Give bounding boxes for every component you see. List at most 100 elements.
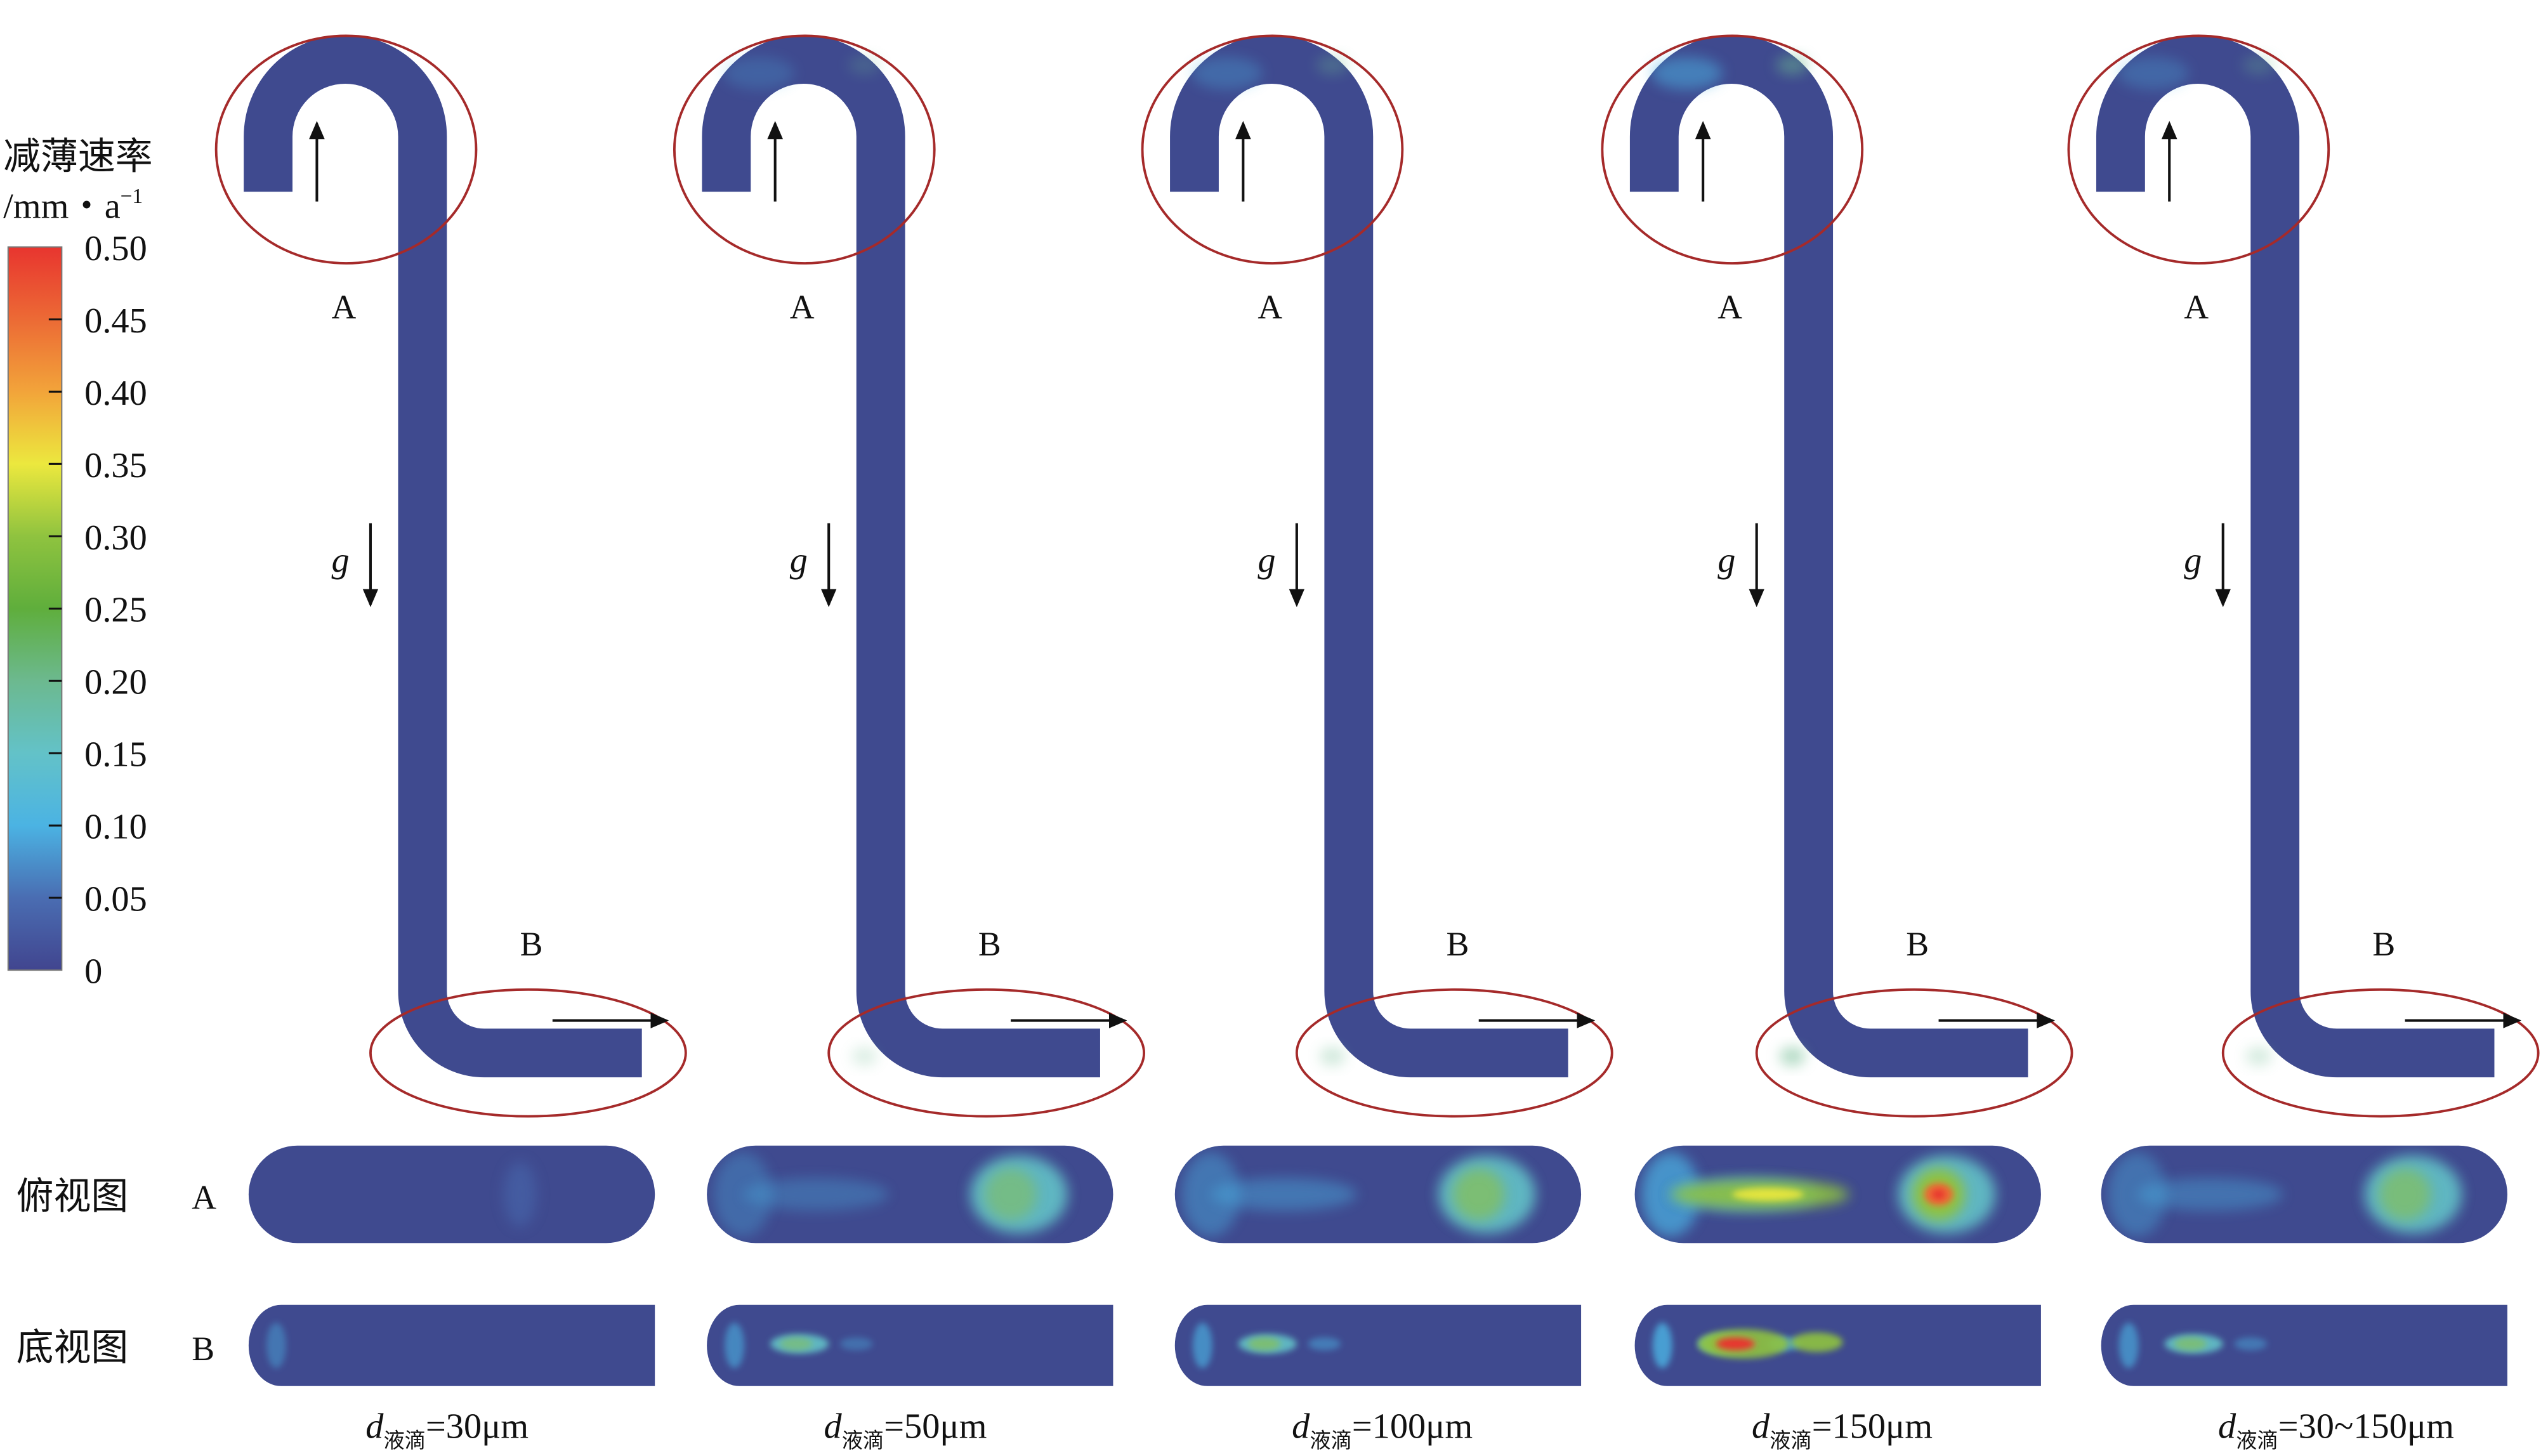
- hotspot: [1652, 1322, 1672, 1368]
- caption-subscript: 液滴: [1310, 1429, 1352, 1453]
- region-a-circle: [2067, 34, 2330, 265]
- hotspot: [2242, 55, 2275, 75]
- top-view-capsule: [248, 1145, 655, 1243]
- hotspot: [1716, 1337, 1756, 1351]
- label-a: A: [790, 288, 815, 326]
- top-view-hotspots: [1181, 1151, 1536, 1237]
- region-a-circle: [1141, 34, 1404, 265]
- pipe: [702, 35, 1100, 1078]
- hotspot: [1651, 56, 1723, 89]
- hotspot: [1319, 1046, 1346, 1066]
- gravity-label: g: [790, 541, 808, 580]
- top-view-hotspots: [713, 1151, 1068, 1237]
- legend-tick-label: 0.50: [84, 229, 147, 268]
- legend-tick-label: 0.05: [84, 880, 147, 919]
- legend-tick-label: 0: [84, 952, 102, 992]
- hotspot: [1790, 1332, 1843, 1353]
- legend-tick-label: 0.25: [84, 591, 147, 630]
- bottom-view: [248, 1304, 655, 1386]
- gravity-label: g: [331, 541, 349, 580]
- hotspot: [1732, 1188, 1804, 1201]
- caption-d: d: [2218, 1407, 2236, 1446]
- hotspot: [503, 1162, 537, 1227]
- bottom-view-letter: B: [192, 1330, 214, 1368]
- top-view: [1174, 1145, 1582, 1243]
- bottom-view: [1634, 1304, 2041, 1386]
- label-b: B: [1906, 925, 1929, 963]
- pipe: [1170, 35, 1568, 1078]
- legend-tick-label: 0.30: [84, 518, 147, 558]
- region-b-circle: [1295, 988, 1613, 1118]
- caption-value: =30~150μm: [2278, 1407, 2454, 1446]
- hotspot: [1308, 1337, 1341, 1351]
- hotspot: [780, 1337, 813, 1351]
- region-a-circle: [214, 34, 478, 265]
- label-b: B: [2372, 925, 2395, 963]
- label-a: A: [1258, 288, 1282, 326]
- hotspot: [1248, 1337, 1281, 1351]
- label-a: A: [2184, 288, 2209, 326]
- top-view: [248, 1145, 655, 1243]
- hotspot: [742, 1177, 889, 1211]
- top-view: [2101, 1145, 2507, 1243]
- top-view: [707, 1145, 1113, 1243]
- caption-d: d: [1292, 1407, 1310, 1446]
- region-b-circle: [827, 988, 1146, 1118]
- hotspot: [851, 1046, 878, 1066]
- bottom-view-capsule: [1174, 1304, 1582, 1386]
- hotspot: [2137, 1177, 2283, 1211]
- caption-value: =50μm: [884, 1407, 987, 1446]
- bottom-view-capsule: [248, 1304, 655, 1386]
- bottom-view: [2101, 1304, 2507, 1386]
- legend-title: 减薄速率: [3, 136, 153, 177]
- hotspot: [725, 1322, 745, 1368]
- caption-d: d: [1752, 1407, 1770, 1446]
- gravity-label: g: [1717, 541, 1735, 580]
- bottom-view-capsule: [2101, 1304, 2507, 1386]
- hotspot: [1779, 1046, 1806, 1066]
- legend-tick-label: 0.20: [84, 663, 147, 702]
- legend-tick-label: 0.10: [84, 808, 147, 847]
- legend-tick-label: 0.15: [84, 735, 147, 775]
- label-a: A: [1717, 288, 1742, 326]
- hotspot: [2174, 1337, 2207, 1351]
- caption-subscript: 液滴: [2236, 1429, 2278, 1453]
- hotspot: [1641, 1151, 1700, 1237]
- legend-tick-label: 0.40: [84, 374, 147, 413]
- region-b-circle: [369, 988, 687, 1118]
- caption-subscript: 液滴: [1770, 1429, 1812, 1453]
- legend-tick-label: 0.35: [84, 446, 147, 485]
- region-b-circle: [2221, 988, 2540, 1118]
- case-caption: d液滴=30μm: [365, 1407, 529, 1453]
- top-view-letter: A: [192, 1179, 216, 1217]
- legend-tick-label: 0.45: [84, 301, 147, 341]
- hotspot: [848, 55, 881, 75]
- caption-subscript: 液滴: [383, 1429, 426, 1453]
- hotspot: [840, 1337, 873, 1351]
- bottom-view: [707, 1304, 1113, 1386]
- caption-value: =30μm: [426, 1407, 529, 1446]
- case-caption: d液滴=150μm: [1752, 1407, 1933, 1453]
- bottom-view-capsule: [707, 1304, 1113, 1386]
- label-b: B: [520, 925, 543, 963]
- top-view-label: 俯视图: [16, 1176, 129, 1217]
- caption-value: =150μm: [1812, 1407, 1933, 1446]
- top-view-hotspots: [1641, 1151, 1996, 1237]
- top-view: [1634, 1145, 2041, 1243]
- hotspot: [1211, 1177, 1357, 1211]
- case-caption: d液滴=100μm: [1292, 1407, 1473, 1453]
- caption-value: =100μm: [1352, 1407, 1473, 1446]
- pipe: [1629, 35, 2028, 1078]
- caption-d: d: [365, 1407, 384, 1446]
- hotspot: [1452, 1168, 1505, 1221]
- color-legend: 减薄速率 /mm・a−1 0.500.450.400.350.300.250.2…: [3, 136, 153, 991]
- hotspot: [1932, 1189, 1945, 1200]
- region-a-circle: [673, 34, 936, 265]
- hotspot: [723, 56, 795, 89]
- hotspot: [266, 1322, 286, 1368]
